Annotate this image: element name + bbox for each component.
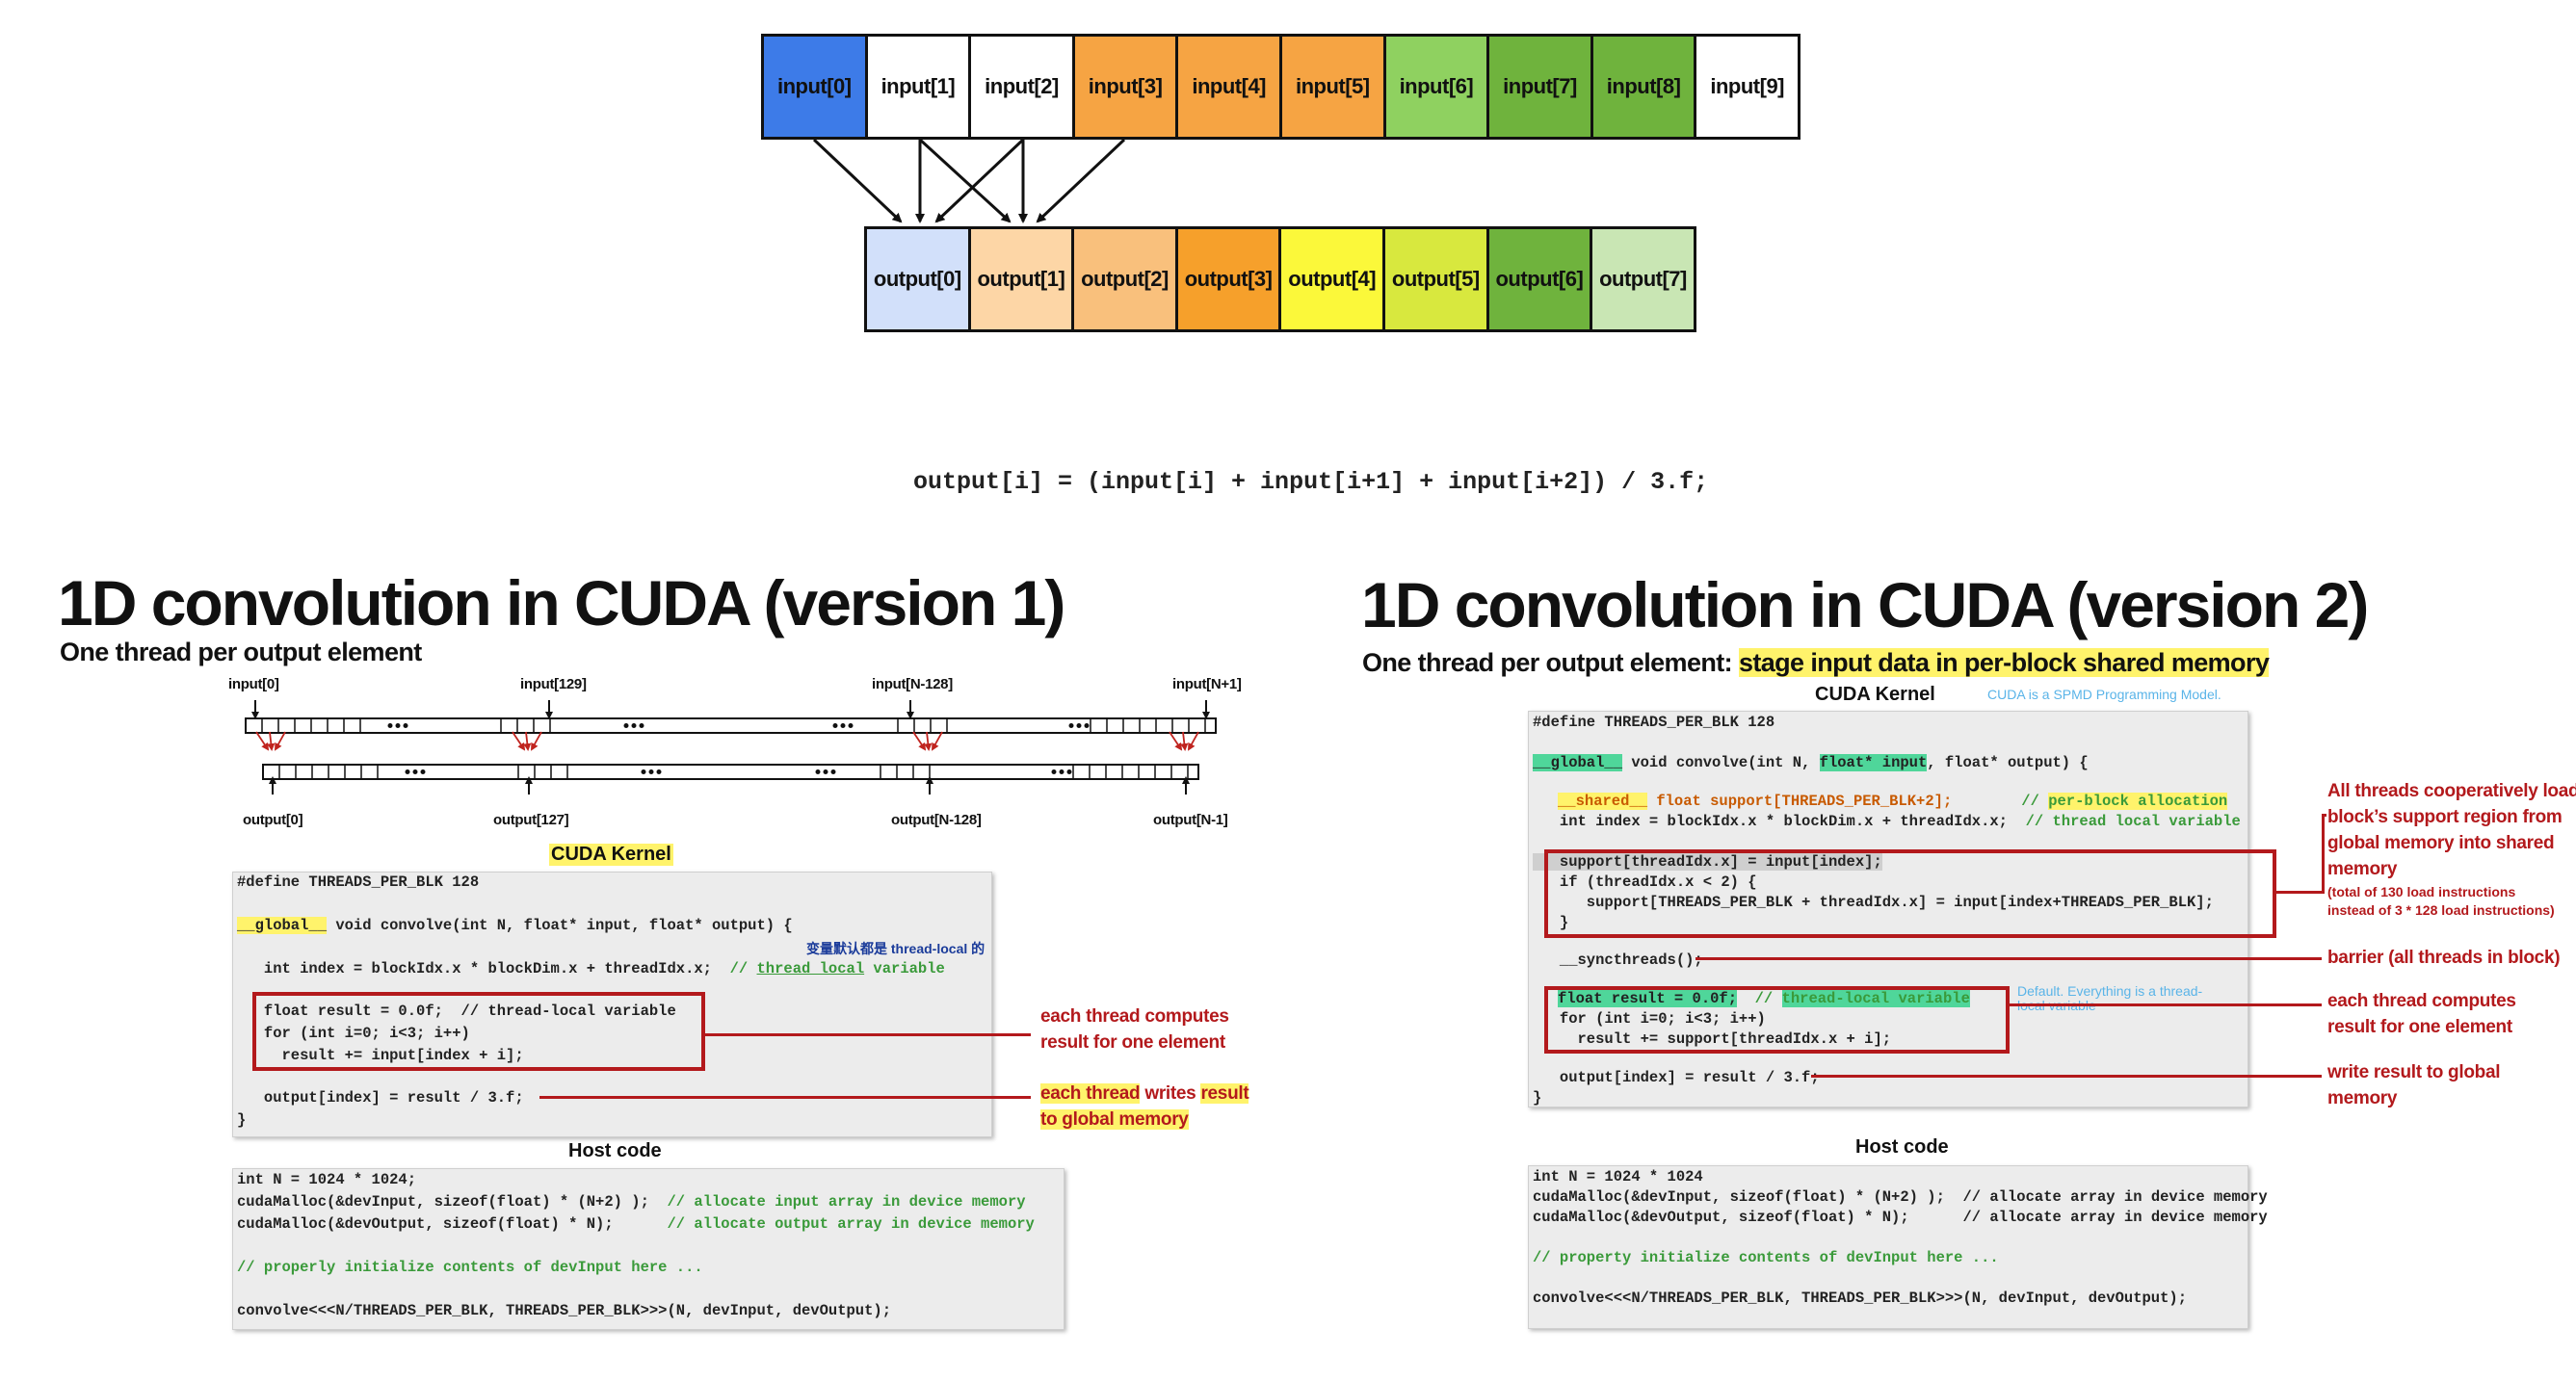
v2-host-caption: Host code [1855, 1136, 1949, 1158]
code-line: float result = 0.0f; // thread-local var… [1558, 990, 1970, 1007]
code-line: cudaMalloc(&devOutput, sizeof(float) * N… [237, 1215, 1035, 1233]
arrow [812, 138, 903, 223]
callout-line [2322, 814, 2325, 894]
code-line: __shared__ float support[THREADS_PER_BLK… [1558, 793, 2228, 810]
code-line: __global__ void convolve(int N, float* i… [237, 917, 793, 934]
output-cell: output[2] [1071, 226, 1178, 332]
output-cell: output[6] [1485, 226, 1593, 332]
code-line: result += support[threadIdx.x + i]; [1533, 1030, 1892, 1048]
callout-line [2010, 1003, 2322, 1006]
callout-line [705, 1033, 1031, 1036]
code-line: output[index] = result / 3.f; [237, 1089, 524, 1107]
v1-compute-box [252, 992, 705, 1071]
v1-kernel-caption: CUDA Kernel [549, 844, 673, 866]
v2-note-barrier: barrier (all threads in block) [2327, 948, 2561, 968]
arrow [1036, 138, 1126, 223]
code-line: result += input[index + i]; [237, 1047, 524, 1064]
arrow [918, 138, 1012, 223]
input-cell: input[1] [864, 34, 972, 140]
dependency-arrows [812, 138, 1126, 223]
v1-thread-diagram [245, 700, 1217, 795]
code-line: int index = blockIdx.x * blockDim.x + th… [237, 960, 945, 977]
default-note: Default. Everything is a thread-local va… [2017, 983, 2203, 1013]
input-cell: input[5] [1279, 34, 1386, 140]
code-line: convolve<<<N/THREADS_PER_BLK, THREADS_PE… [1533, 1290, 2188, 1307]
v1-label-input-n-128: input[N-128] [872, 676, 953, 692]
input-cell: input[8] [1590, 34, 1697, 140]
input-cell: input[4] [1175, 34, 1282, 140]
code-line: if (threadIdx.x < 2) { [1533, 873, 1757, 891]
v1-host-caption: Host code [568, 1140, 662, 1161]
v2-note-load-detail: (total of 130 load instructions instead … [2327, 884, 2555, 918]
output-cell: output[7] [1590, 226, 1696, 332]
v1-label-input-0: input[0] [228, 676, 279, 692]
callout-line [539, 1096, 1031, 1099]
code-line: } [1533, 1089, 1542, 1107]
v2-note-load: All threads cooperatively load block’s s… [2327, 781, 2576, 879]
v1-label-input-129: input[129] [520, 676, 587, 692]
v1-label-output-127: output[127] [493, 812, 569, 828]
code-line: #define THREADS_PER_BLK 128 [1533, 714, 1775, 731]
input-cell: input[7] [1486, 34, 1593, 140]
code-line: for (int i=0; i<3; i++) [1533, 1010, 1766, 1028]
code-line: // property initialize contents of devIn… [1533, 1249, 1999, 1266]
code-line: support[threadIdx.x] = input[index]; [1533, 853, 1882, 871]
output-cell: output[4] [1278, 226, 1385, 332]
v2-subtitle: One thread per output element: stage inp… [1362, 648, 2270, 677]
input-cell: input[3] [1071, 34, 1179, 140]
code-line: convolve<<<N/THREADS_PER_BLK, THREADS_PE… [237, 1302, 892, 1319]
code-line: __global__ void convolve(int N, float* i… [1533, 754, 2089, 771]
v1-label-output-n-1: output[N-1] [1153, 812, 1228, 828]
code-line: #define THREADS_PER_BLK 128 [237, 873, 480, 891]
cn-note: 变量默认都是 thread-local 的 [806, 941, 986, 956]
output-cell: output[3] [1174, 226, 1282, 332]
code-line: cudaMalloc(&devOutput, sizeof(float) * N… [1533, 1209, 2268, 1226]
code-line: float result = 0.0f; // thread-local var… [237, 1003, 676, 1020]
v1-subtitle: One thread per output element [60, 638, 422, 666]
v1-label-output-0: output[0] [243, 812, 303, 828]
arrow [934, 138, 1025, 223]
v2-compute-box [1544, 986, 2010, 1054]
convolution-formula: output[i] = (input[i] + input[i+1] + inp… [913, 468, 1709, 496]
v1-label-output-n-128: output[N-128] [891, 812, 982, 828]
v2-title: 1D convolution in CUDA (version 2) [1361, 569, 2369, 640]
array-strip [262, 764, 1199, 780]
code-line: int index = blockIdx.x * blockDim.x + th… [1533, 813, 2241, 830]
v2-host-code [1528, 1165, 2248, 1329]
callout-line [2322, 814, 2326, 817]
v2-load-box [1544, 849, 2276, 938]
callout-line [1695, 957, 2322, 960]
v1-kernel-code [232, 872, 992, 1137]
code-line: int N = 1024 * 1024; [237, 1171, 417, 1188]
code-line: cudaMalloc(&devInput, sizeof(float) * (N… [237, 1193, 1026, 1211]
input-cell: input[9] [1694, 34, 1801, 140]
code-line: } [237, 1111, 247, 1129]
v1-label-input-n-plus-1: input[N+1] [1172, 676, 1242, 692]
code-line: // properly initialize contents of devIn… [237, 1259, 703, 1276]
code-line: __syncthreads(); [1533, 951, 1703, 969]
code-line: for (int i=0; i<3; i++) [237, 1025, 470, 1042]
code-line: } [1533, 914, 1569, 931]
v2-kernel-code [1528, 711, 2248, 1107]
code-line: output[index] = result / 3.f; [1533, 1069, 1820, 1086]
v1-host-code [232, 1168, 1065, 1330]
input-cell: input[0] [761, 34, 868, 140]
callout-line [1811, 1075, 2322, 1078]
spmd-note: CUDA is a SPMD Programming Model. [1987, 687, 2221, 702]
code-line: cudaMalloc(&devInput, sizeof(float) * (N… [1533, 1188, 2268, 1206]
code-line: int N = 1024 * 1024 [1533, 1168, 1703, 1186]
callout-line [2276, 891, 2325, 894]
v2-kernel-caption: CUDA Kernel [1815, 684, 1935, 705]
code-line: support[THREADS_PER_BLK + threadIdx.x] =… [1533, 894, 2214, 911]
v1-title: 1D convolution in CUDA (version 1) [58, 567, 1065, 638]
